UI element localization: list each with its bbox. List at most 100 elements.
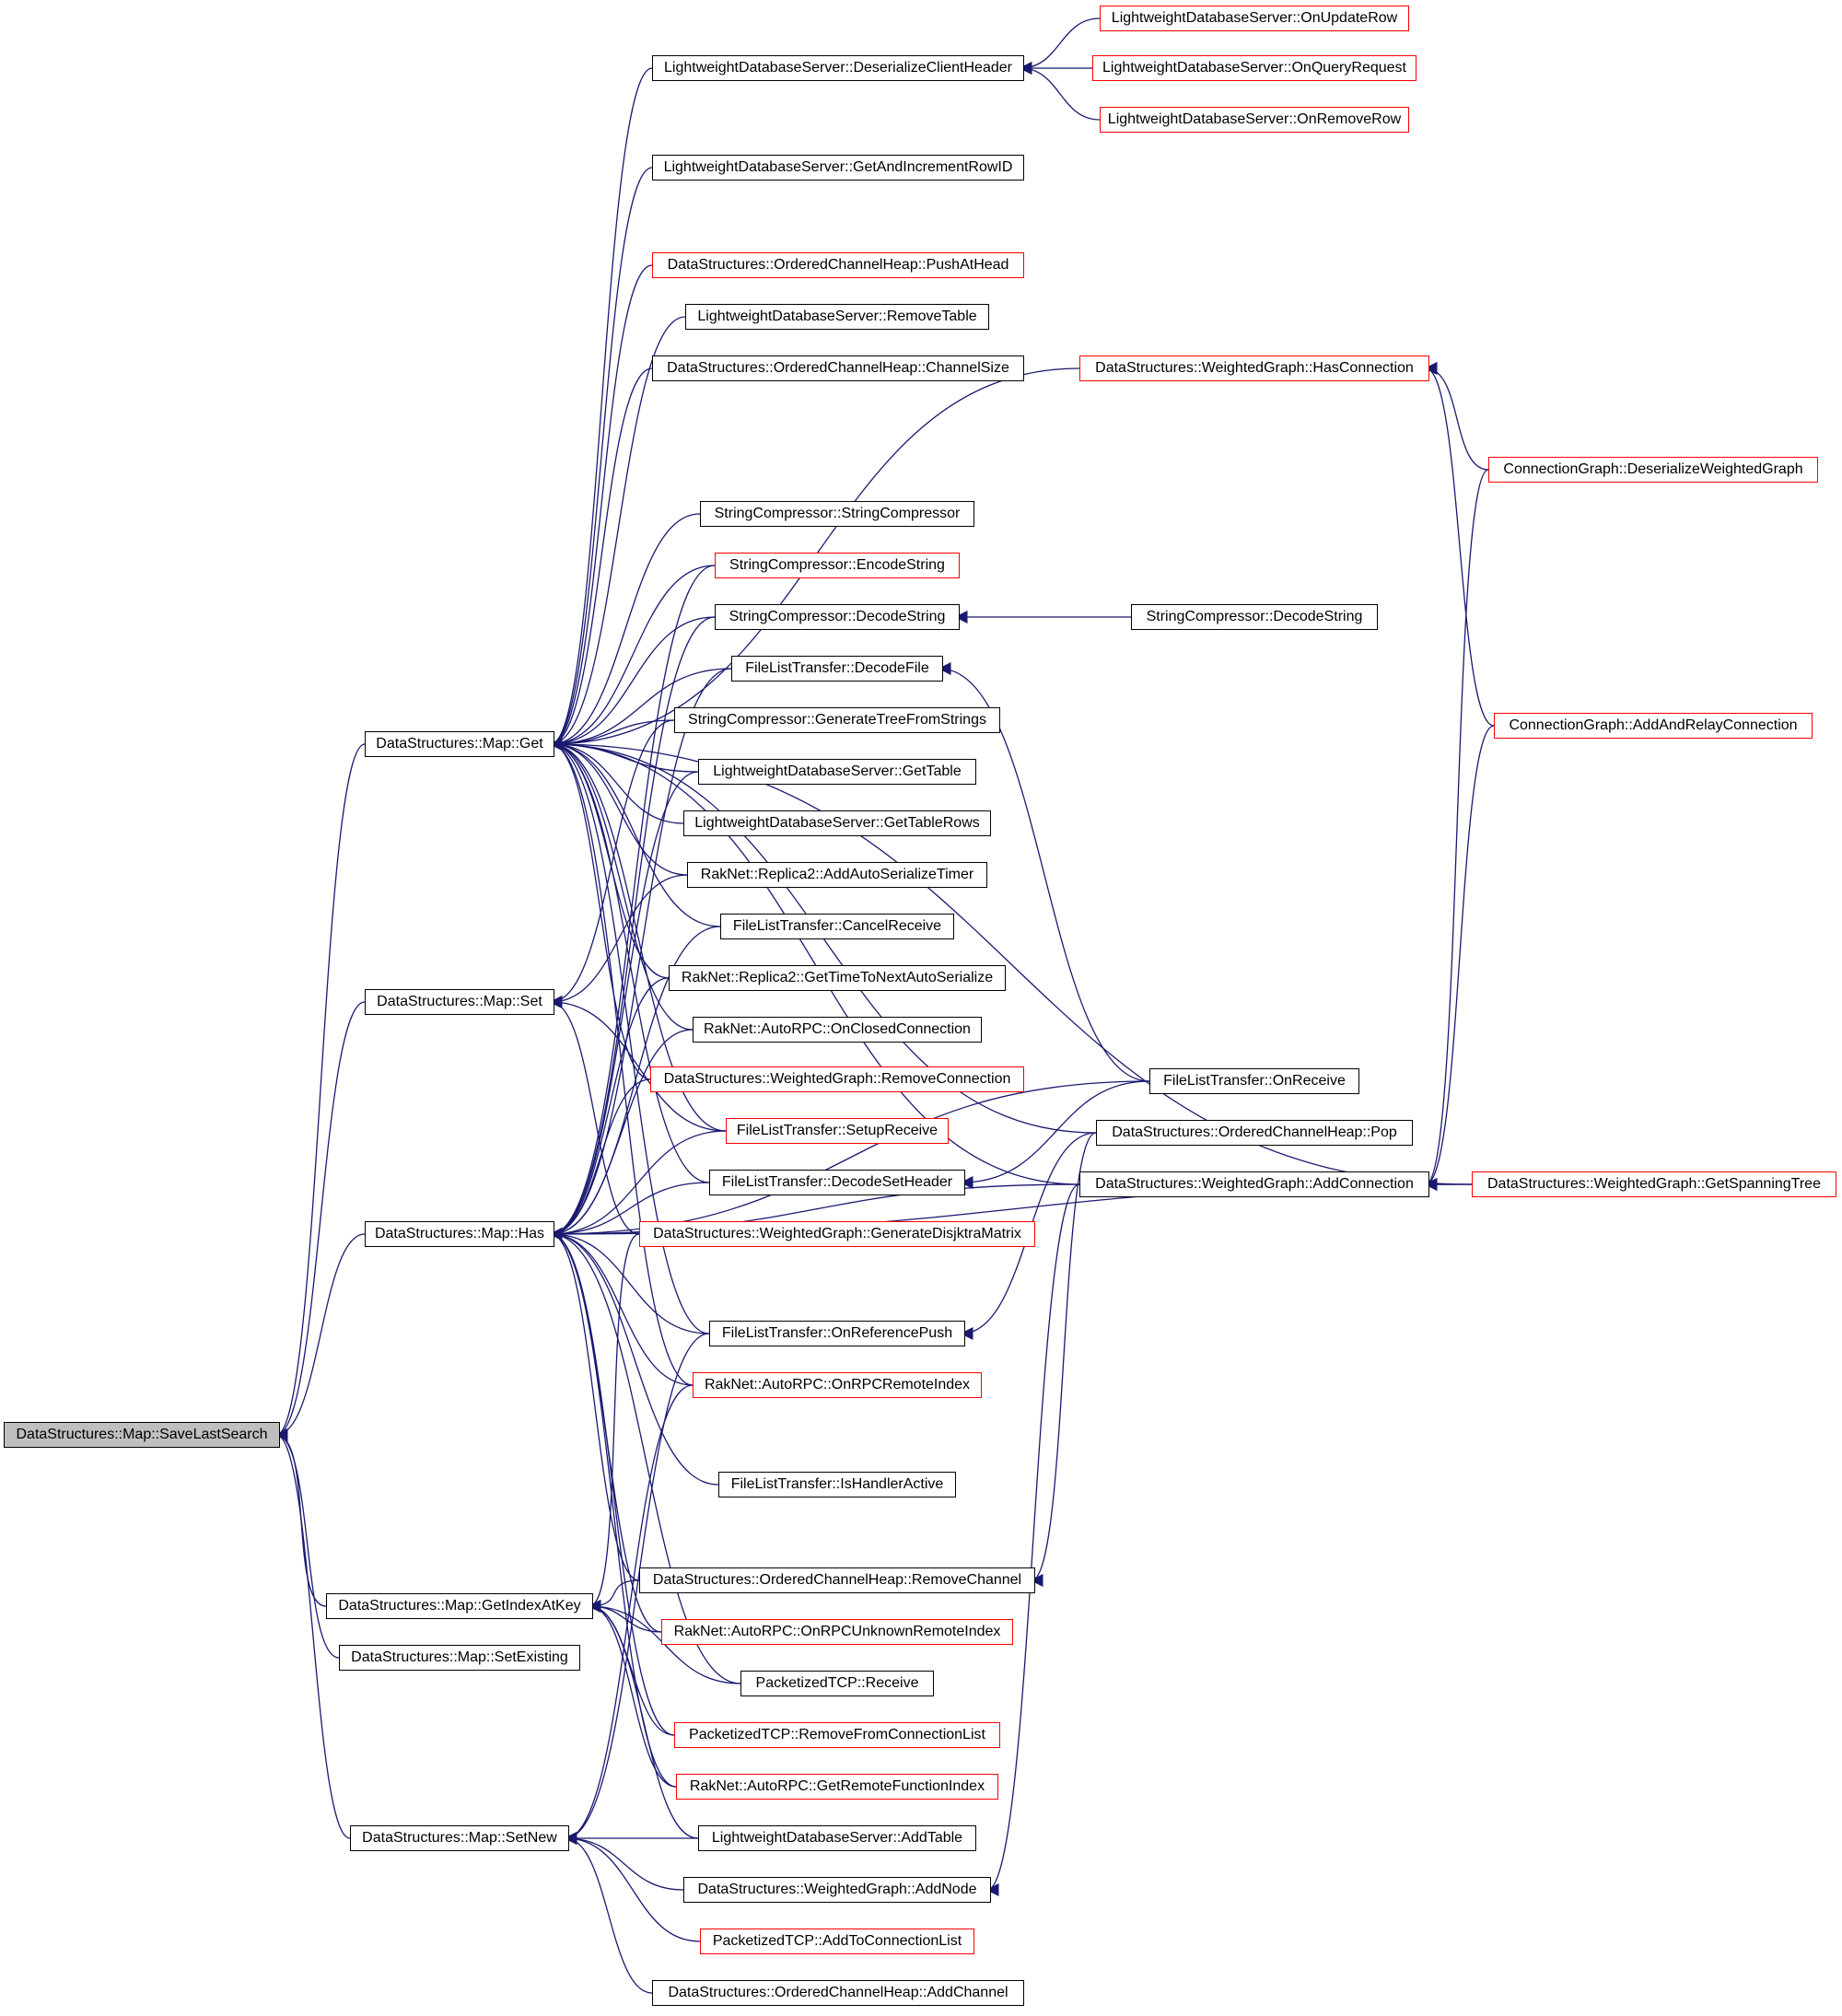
call-edge-ptcp_remove_from_connection_list-to-map_has bbox=[549, 1228, 675, 1736]
node-cg-deserialize-weighted-graph[interactable]: ConnectionGraph::DeserializeWeightedGrap… bbox=[1488, 457, 1818, 483]
call-edge-rn_add_auto_serialize_timer-to-map_set bbox=[549, 874, 688, 1008]
call-edge-flt_decode_file-to-map_has bbox=[549, 668, 732, 1241]
node-ptcp-add-to-connection-list[interactable]: PacketizedTCP::AddToConnectionList bbox=[700, 1929, 974, 1954]
call-edge-ldb_get_and_increment_row_id-to-map_get bbox=[549, 167, 653, 751]
node-cg-add-and-relay-connection[interactable]: ConnectionGraph::AddAndRelayConnection bbox=[1494, 713, 1813, 739]
node-rn-on-rpc-unknown-remote-index[interactable]: RakNet::AutoRPC::OnRPCUnknownRemoteIndex bbox=[661, 1619, 1013, 1645]
call-edge-sc_encode_string-to-map_get bbox=[549, 565, 716, 751]
node-ldb-remove-table[interactable]: LightweightDatabaseServer::RemoveTable bbox=[685, 304, 989, 330]
call-edge-och_push_at_head-to-map_get bbox=[549, 264, 653, 751]
node-flt-cancel-receive[interactable]: FileListTransfer::CancelReceive bbox=[720, 914, 954, 939]
call-edge-flt_is_handler_active-to-map_has bbox=[549, 1228, 719, 1486]
call-edge-flt_decode_set_header-to-map_has bbox=[549, 1182, 710, 1241]
call-edge-flt_decode_file-to-map_get bbox=[549, 668, 732, 751]
node-sc-generate-tree-from-strings[interactable]: StringCompressor::GenerateTreeFromString… bbox=[674, 707, 1000, 733]
node-flt-decode-set-header[interactable]: FileListTransfer::DecodeSetHeader bbox=[709, 1170, 965, 1195]
call-edge-flt_on_receive-to-flt_decode_file bbox=[938, 662, 1150, 1082]
node-ptcp-receive[interactable]: PacketizedTCP::Receive bbox=[740, 1671, 934, 1696]
node-wg-add-connection[interactable]: DataStructures::WeightedGraph::AddConnec… bbox=[1079, 1171, 1429, 1197]
call-edge-flt_on_reference_push-to-map_set_new bbox=[564, 1333, 710, 1845]
node-rn-get-remote-function-index[interactable]: RakNet::AutoRPC::GetRemoteFunctionIndex bbox=[676, 1774, 998, 1800]
node-map-get-index-at-key[interactable]: DataStructures::Map::GetIndexAtKey bbox=[326, 1593, 593, 1619]
node-map-get[interactable]: DataStructures::Map::Get bbox=[365, 731, 554, 757]
call-edge-och_pop-to-och_remove_channel bbox=[1030, 1132, 1097, 1587]
node-ldb-get-table[interactable]: LightweightDatabaseServer::GetTable bbox=[698, 759, 976, 785]
call-edge-ptcp_receive-to-map_get_index_at_key bbox=[588, 1600, 741, 1684]
node-rn-add-auto-serialize-timer[interactable]: RakNet::Replica2::AddAutoSerializeTimer bbox=[687, 862, 987, 888]
node-ptcp-remove-from-connection-list[interactable]: PacketizedTCP::RemoveFromConnectionList bbox=[674, 1722, 1000, 1748]
call-edge-flt_setup_receive-to-map_has bbox=[549, 1130, 727, 1241]
node-ldb-add-table[interactable]: LightweightDatabaseServer::AddTable bbox=[698, 1825, 976, 1851]
call-edge-flt_cancel_receive-to-map_get bbox=[549, 738, 721, 927]
call-edge-cg_add_and_relay_connection-to-wg_has_connection bbox=[1424, 362, 1495, 727]
node-sc-decode-string[interactable]: StringCompressor::DecodeString bbox=[715, 604, 960, 630]
node-rn-get-time-to-next-auto-serialize[interactable]: RakNet::Replica2::GetTimeToNextAutoSeria… bbox=[669, 965, 1006, 991]
node-ldb-deserialize-client-header[interactable]: LightweightDatabaseServer::DeserializeCl… bbox=[652, 55, 1024, 81]
node-save-last-search: DataStructures::Map::SaveLastSearch bbox=[4, 1422, 280, 1448]
node-ldb-get-and-increment-row-id[interactable]: LightweightDatabaseServer::GetAndIncreme… bbox=[652, 155, 1024, 181]
node-flt-on-reference-push[interactable]: FileListTransfer::OnReferencePush bbox=[709, 1321, 965, 1346]
node-sc-string-compressor[interactable]: StringCompressor::StringCompressor bbox=[700, 501, 974, 527]
call-edge-flt_on_reference_push-to-map_get bbox=[549, 738, 710, 1334]
node-wg-remove-connection[interactable]: DataStructures::WeightedGraph::RemoveCon… bbox=[650, 1066, 1024, 1092]
node-rn-on-rpc-remote-index[interactable]: RakNet::AutoRPC::OnRPCRemoteIndex bbox=[693, 1372, 982, 1398]
call-edge-wg_add_connection-to-map_get bbox=[549, 738, 1080, 1185]
call-edge-flt_setup_receive-to-map_get bbox=[549, 738, 727, 1132]
node-ldb-get-table-rows[interactable]: LightweightDatabaseServer::GetTableRows bbox=[683, 810, 991, 836]
call-edge-map_has-to-save_last_search bbox=[274, 1233, 366, 1441]
node-ldb-on-remove-row[interactable]: LightweightDatabaseServer::OnRemoveRow bbox=[1100, 107, 1409, 133]
node-map-has[interactable]: DataStructures::Map::Has bbox=[365, 1221, 554, 1247]
call-edge-wg_remove_connection-to-map_has bbox=[549, 1078, 651, 1241]
call-edge-map_get-to-save_last_search bbox=[274, 743, 366, 1441]
node-flt-setup-receive[interactable]: FileListTransfer::SetupReceive bbox=[726, 1118, 949, 1144]
node-flt-is-handler-active[interactable]: FileListTransfer::IsHandlerActive bbox=[718, 1472, 956, 1497]
call-edge-map_set_new-to-save_last_search bbox=[274, 1428, 351, 1839]
call-edge-wg_generate_disjktra_matrix-to-map_get_index_at_key bbox=[588, 1233, 640, 1613]
call-edge-ldb_deserialize_client_header-to-map_get bbox=[549, 67, 653, 751]
call-edge-flt_on_reference_push-to-map_has bbox=[549, 1228, 710, 1334]
node-och-channel-size[interactable]: DataStructures::OrderedChannelHeap::Chan… bbox=[652, 355, 1024, 381]
call-edge-wg_generate_disjktra_matrix-to-map_set bbox=[549, 996, 640, 1235]
call-edge-rn_on_closed_connection-to-map_get bbox=[549, 738, 694, 1031]
call-edge-sc_generate_tree_from_strings-to-map_set bbox=[549, 719, 675, 1008]
call-edge-flt_decode_set_header-to-map_get bbox=[549, 738, 710, 1183]
call-edge-ldb_remove_table-to-map_get bbox=[549, 316, 686, 751]
call-edge-cg_deserialize_weighted_graph-to-wg_has_connection bbox=[1424, 362, 1489, 471]
call-edge-rn_on_rpc_remote_index-to-map_has bbox=[549, 1228, 694, 1386]
call-edge-map_set-to-save_last_search bbox=[274, 1001, 366, 1441]
node-map-set[interactable]: DataStructures::Map::Set bbox=[365, 989, 554, 1015]
node-ldb-on-query-request[interactable]: LightweightDatabaseServer::OnQueryReques… bbox=[1092, 55, 1416, 81]
call-edge-ptcp_add_to_connection_list-to-map_set_new bbox=[564, 1832, 701, 1942]
call-edge-flt_on_receive-to-flt_decode_set_header bbox=[960, 1080, 1150, 1189]
node-wg-get-spanning-tree[interactable]: DataStructures::WeightedGraph::GetSpanni… bbox=[1472, 1171, 1836, 1197]
node-map-set-existing[interactable]: DataStructures::Map::SetExisting bbox=[339, 1645, 580, 1671]
node-sc-decode-string-2[interactable]: StringCompressor::DecodeString bbox=[1131, 604, 1378, 630]
call-edge-ldb_get_table-to-map_has bbox=[549, 771, 699, 1241]
node-wg-has-connection[interactable]: DataStructures::WeightedGraph::HasConnec… bbox=[1079, 355, 1429, 381]
node-sc-encode-string[interactable]: StringCompressor::EncodeString bbox=[715, 553, 960, 578]
call-edge-och_add_channel-to-map_set_new bbox=[564, 1832, 653, 1994]
call-edge-sc_encode_string-to-map_has bbox=[549, 565, 716, 1241]
call-edge-cg_add_and_relay_connection-to-wg_add_connection bbox=[1424, 725, 1495, 1191]
node-wg-generate-disjktra-matrix[interactable]: DataStructures::WeightedGraph::GenerateD… bbox=[639, 1221, 1035, 1247]
call-edge-wg_add_connection-to-wg_add_node bbox=[985, 1183, 1080, 1896]
node-ldb-on-update-row[interactable]: LightweightDatabaseServer::OnUpdateRow bbox=[1100, 6, 1409, 31]
call-edge-sc_string_compressor-to-map_get bbox=[549, 513, 701, 751]
node-och-remove-channel[interactable]: DataStructures::OrderedChannelHeap::Remo… bbox=[639, 1567, 1035, 1593]
call-edge-map_set_existing-to-save_last_search bbox=[274, 1428, 340, 1659]
node-och-push-at-head[interactable]: DataStructures::OrderedChannelHeap::Push… bbox=[652, 252, 1024, 278]
node-wg-add-node[interactable]: DataStructures::WeightedGraph::AddNode bbox=[683, 1877, 991, 1903]
node-och-pop[interactable]: DataStructures::OrderedChannelHeap::Pop bbox=[1096, 1120, 1413, 1146]
node-flt-on-receive[interactable]: FileListTransfer::OnReceive bbox=[1149, 1068, 1359, 1094]
call-edge-rn_on_closed_connection-to-map_has bbox=[549, 1029, 694, 1241]
call-edge-ldb_add_table-to-map_get_index_at_key bbox=[588, 1600, 699, 1839]
node-rn-on-closed-connection[interactable]: RakNet::AutoRPC::OnClosedConnection bbox=[693, 1017, 982, 1043]
node-map-set-new[interactable]: DataStructures::Map::SetNew bbox=[350, 1825, 569, 1851]
node-flt-decode-file[interactable]: FileListTransfer::DecodeFile bbox=[731, 656, 943, 682]
call-edge-och_remove_channel-to-map_has bbox=[549, 1228, 640, 1581]
call-edge-ptcp_receive-to-map_has bbox=[549, 1228, 741, 1684]
call-edge-sc_decode_string-to-map_has bbox=[549, 616, 716, 1241]
node-och-add-channel[interactable]: DataStructures::OrderedChannelHeap::AddC… bbox=[652, 1980, 1024, 2006]
